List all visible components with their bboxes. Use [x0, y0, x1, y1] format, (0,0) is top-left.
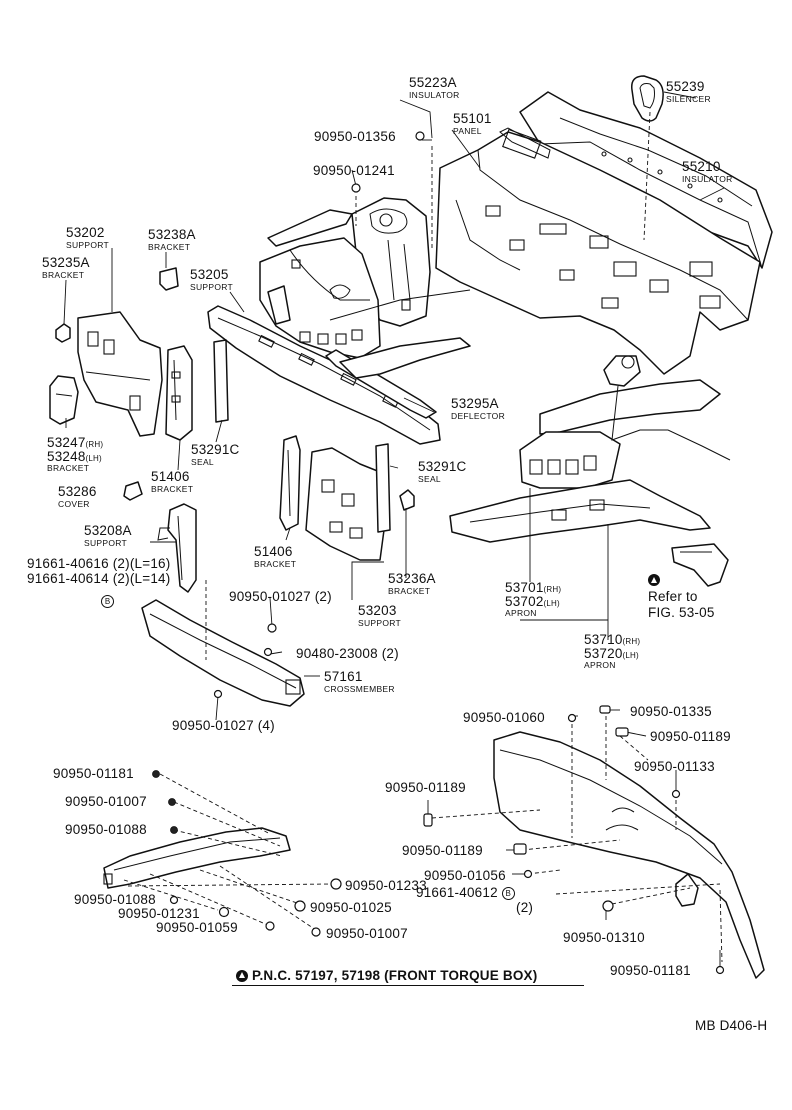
fastener-90950-01059: 90950-01059 [156, 920, 238, 935]
fastener-90950-01241: 90950-01241 [313, 163, 395, 178]
fastener-90950-01025: 90950-01025 [310, 900, 392, 915]
inner-apron-left [259, 237, 381, 359]
cover-53286 [123, 481, 143, 501]
fastener-90950-01088-b: 90950-01088 [74, 892, 156, 907]
fastener-90950-01060: 90950-01060 [463, 710, 545, 725]
bracket-51406-lower [279, 435, 301, 531]
fastener-90950-01231: 90950-01231 [118, 906, 200, 921]
fastener-90950-01310: 90950-01310 [563, 930, 645, 945]
support-53202 [77, 311, 163, 437]
footer-underline [232, 985, 584, 986]
refer-note: Refer to FIG. 53-05 [648, 573, 715, 620]
warning-triangle-icon [648, 574, 660, 587]
fastener-90950-01335: 90950-01335 [630, 704, 712, 719]
front-frame-lower-left [103, 827, 291, 889]
label-53710-53720: 53710(RH) 53720(LH) APRON [584, 632, 641, 670]
fastener-90950-01189-b: 90950-01189 [385, 780, 466, 795]
label-53701-53702: 53701(RH) 53702(LH) APRON [505, 580, 562, 618]
fastener-90950-01007-b: 90950-01007 [326, 926, 408, 941]
footer-note: P.N.C. 57197, 57198 (FRONT TORQUE BOX) [236, 968, 537, 984]
fastener-90950-01133: 90950-01133 [634, 759, 715, 774]
apron-53701-53702 [519, 355, 731, 489]
crossmember-57161 [141, 599, 305, 707]
fastener-90950-01181-a: 90950-01181 [53, 766, 134, 781]
bracket-51406-upper [165, 345, 193, 441]
fastener-91661-40616: 91661-40616 (2)(L=16) [27, 556, 171, 571]
upper-rail-left [267, 209, 353, 325]
b-marker-left: B [101, 594, 114, 610]
fastener-90480-23008: 90480-23008 (2) [296, 646, 399, 661]
fastener-91661-40612: 91661-40612 B [416, 886, 515, 900]
bracket-53238a [159, 267, 179, 291]
fastener-90950-01356: 90950-01356 [314, 129, 396, 144]
torque-box-57197 [671, 543, 729, 587]
fastener-90950-01233: 90950-01233 [345, 878, 427, 893]
support-53205 [207, 305, 441, 445]
fastener-90950-01181-b: 90950-01181 [610, 963, 691, 978]
figure-code: MB D406-H [695, 1018, 768, 1033]
deflector-53295a [325, 289, 471, 419]
silencer-55239 [631, 75, 664, 122]
assembly-dashes [123, 111, 723, 963]
warning-triangle-icon [236, 969, 248, 982]
fender-apron-lower-right [493, 731, 765, 979]
seal-53291c-lower [375, 443, 391, 533]
fastener-glyphs [152, 131, 725, 975]
fastener-90950-01088-a: 90950-01088 [65, 822, 147, 837]
fastener-90950-01007-a: 90950-01007 [65, 794, 147, 809]
fastener-90950-01189-c: 90950-01189 [402, 843, 483, 858]
seal-53291c-upper [213, 339, 229, 423]
bracket-53247-53248 [49, 375, 79, 425]
label-53247-53248: 53247(RH) 53248(LH) BRACKET [47, 435, 104, 473]
b-marker-right: B [501, 886, 515, 900]
dash-panel-55101 [435, 127, 761, 375]
fastener-91661-40614: 91661-40614 (2)(L=14) [27, 571, 171, 586]
fastener-90950-01027-2: 90950-01027 (2) [229, 589, 332, 604]
apron-53710-53720 [449, 479, 711, 543]
bracket-53235a [55, 323, 71, 343]
support-53203 [305, 447, 385, 561]
fastener-91661-40612-qty: (2) [516, 900, 534, 915]
support-53208a [157, 503, 197, 593]
fastener-90950-01056: 90950-01056 [424, 868, 506, 883]
bracket-53236a [399, 489, 415, 511]
fastener-90950-01027-4: 90950-01027 (4) [172, 718, 275, 733]
fastener-90950-01189-a: 90950-01189 [650, 729, 731, 744]
